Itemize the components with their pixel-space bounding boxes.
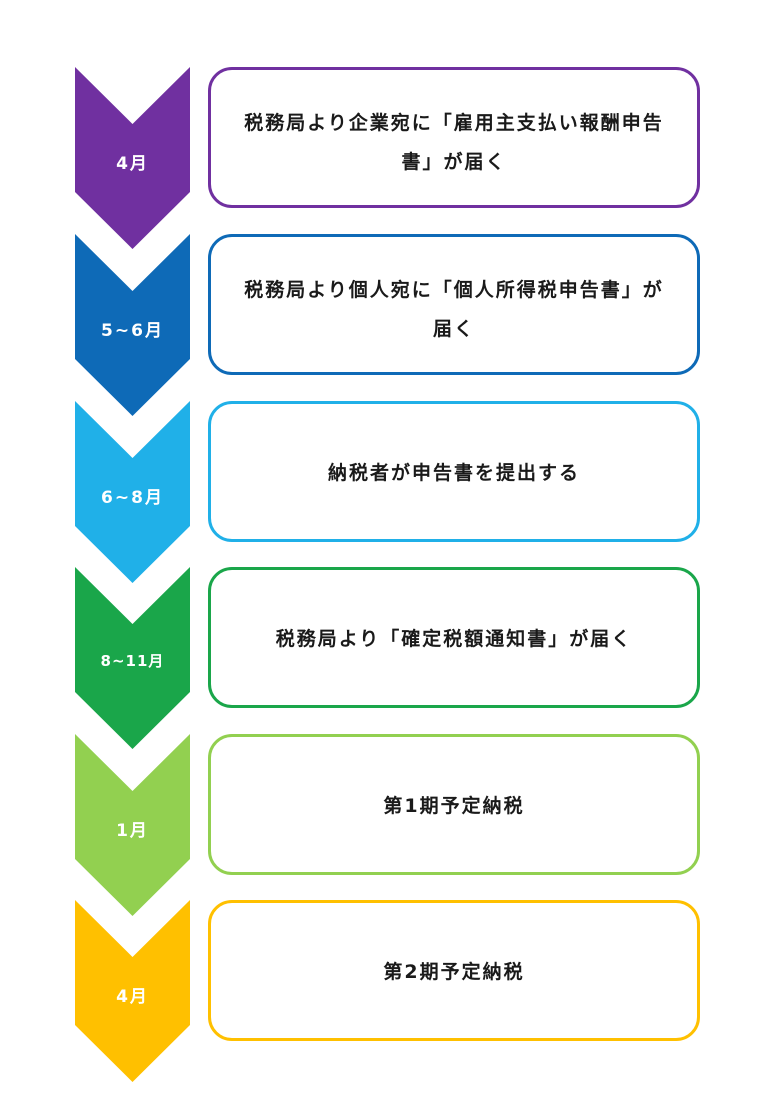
step-card: 税務局より「確定税額通知書」が届く — [208, 567, 700, 708]
chevron-shape — [75, 234, 190, 416]
chevron-shape — [75, 67, 190, 249]
chevron-shape — [75, 734, 190, 916]
chevron-shape — [75, 567, 190, 749]
step-card: 第1期予定納税 — [208, 734, 700, 875]
step-description: 税務局より個人宛に「個人所得税申告書」が届く — [244, 279, 664, 340]
step-description: 第2期予定納税 — [383, 961, 525, 983]
chevron-arrow-icon — [75, 67, 190, 249]
step-description: 税務局より「確定税額通知書」が届く — [275, 628, 633, 650]
chevron-arrow-icon — [75, 401, 190, 583]
period-label: 4月 — [116, 154, 149, 174]
step-description: 税務局より企業宛に「雇用主支払い報酬申告書」が届く — [244, 112, 664, 173]
step-description: 納税者が申告書を提出する — [327, 462, 580, 484]
period-label: 6~8月 — [101, 488, 164, 508]
period-label: 4月 — [116, 987, 149, 1007]
chevron-arrow-icon — [75, 567, 190, 749]
step-card: 税務局より個人宛に「個人所得税申告書」が届く — [208, 234, 700, 375]
period-label: 5~6月 — [101, 321, 164, 341]
chevron-shape — [75, 900, 190, 1082]
period-label: 1月 — [116, 821, 149, 841]
chevron-arrow-icon — [75, 234, 190, 416]
step-card: 第2期予定納税 — [208, 900, 700, 1041]
chevron-shape — [75, 401, 190, 583]
chevron-arrow-icon — [75, 734, 190, 916]
step-description: 第1期予定納税 — [383, 795, 525, 817]
chevron-arrow-icon — [75, 900, 190, 1082]
step-card: 納税者が申告書を提出する — [208, 401, 700, 542]
step-card: 税務局より企業宛に「雇用主支払い報酬申告書」が届く — [208, 67, 700, 208]
period-label: 8~11月 — [100, 652, 165, 670]
